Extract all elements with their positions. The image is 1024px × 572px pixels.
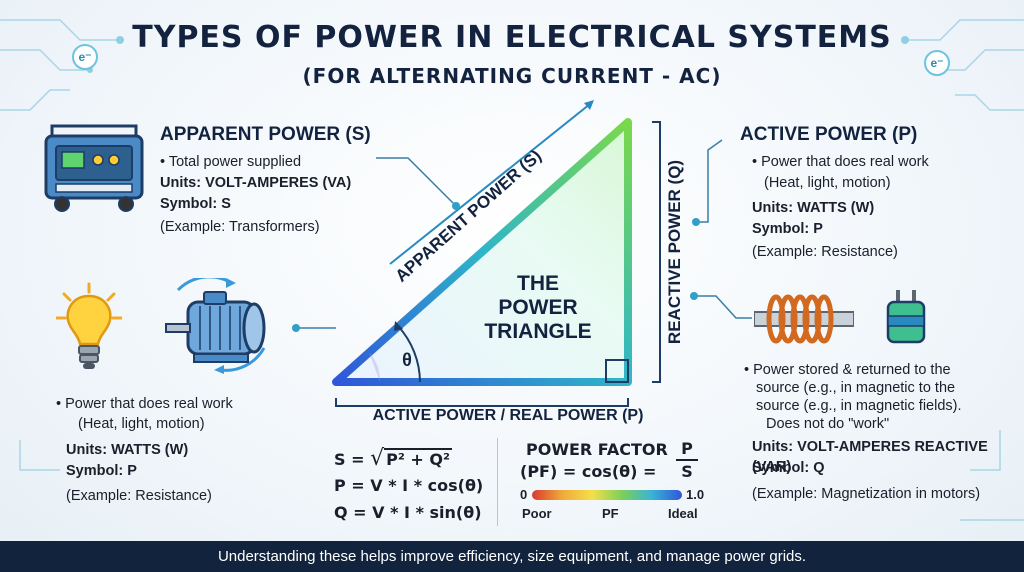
active-power-desc: • Power that does real work	[752, 154, 929, 170]
inductor-icon	[754, 294, 854, 344]
electron-icon: e⁻	[72, 44, 98, 70]
pf-title: POWER FACTOR	[526, 440, 668, 459]
triangle-center-l1: THE	[517, 272, 559, 295]
right-angle-marker	[605, 359, 629, 383]
pf-label-ideal: Ideal	[668, 506, 698, 521]
page-title: TYPES OF POWER IN ELECTRICAL SYSTEMS	[132, 20, 892, 55]
page-subtitle: (FOR ALTERNATING CURRENT - AC)	[302, 64, 722, 88]
pf-scale-max: 1.0	[686, 487, 705, 502]
electron-label: e⁻	[930, 56, 944, 70]
capacitor-icon	[886, 290, 926, 344]
reactive-symbol: Symbol: Q	[752, 460, 825, 476]
active-power-units: Units: WATTS (W)	[752, 200, 875, 216]
footer-banner: Understanding these helps improve effici…	[0, 541, 1024, 572]
formula-s-left: S =	[334, 450, 371, 469]
divider	[497, 438, 498, 526]
active-power-symbol: Symbol: P	[752, 221, 823, 237]
left-active-units: Units: WATTS (W)	[66, 442, 189, 458]
reactive-desc-2: source (e.g., in magnetic to the	[756, 380, 956, 396]
active-power-desc-2: (Heat, light, motion)	[764, 175, 891, 191]
left-active-desc: • Power that does real work	[56, 396, 233, 412]
angle-arc	[369, 352, 381, 382]
pf-numerator: P	[676, 439, 698, 461]
reactive-desc-3: source (e.g., in magnetic fields).	[756, 398, 962, 414]
lightbulb-icon	[56, 282, 122, 369]
triangle-center-l3: TRIANGLE	[484, 320, 591, 343]
formula-s: S = √P² + Q²	[334, 446, 452, 471]
reactive-desc-4: Does not do "work"	[766, 416, 890, 432]
triangle-center-l2: POWER	[498, 296, 577, 319]
pf-fraction: P S	[676, 439, 698, 483]
base-label: ACTIVE POWER / REAL POWER (P)	[373, 407, 644, 424]
reactive-units: Units: VOLT-AMPERES REACTIVE (VAR)	[752, 439, 988, 475]
electron-label: e⁻	[78, 50, 92, 64]
formula-q: Q = V * I * sin(θ)	[334, 503, 482, 522]
pf-gradient-bar	[532, 490, 682, 500]
left-active-example: (Example: Resistance)	[66, 488, 212, 504]
active-power-title: ACTIVE POWER (P)	[740, 124, 918, 145]
theta-label: θ	[402, 350, 412, 370]
generator-icon	[44, 124, 144, 212]
pf-label-mid: PF	[602, 506, 619, 521]
pf-formula: (PF) = cos(θ) =	[520, 462, 657, 481]
reactive-example: (Example: Magnetization in motors)	[752, 486, 981, 502]
apparent-power-units: Units: VOLT-AMPERES (VA)	[160, 175, 352, 191]
pf-denominator: S	[681, 462, 693, 481]
apparent-power-example: (Example: Transformers)	[160, 219, 320, 235]
left-active-symbol: Symbol: P	[66, 463, 137, 479]
electron-icon: e⁻	[924, 50, 950, 76]
sqrt-sign: √	[370, 446, 385, 471]
active-power-example: (Example: Resistance)	[752, 244, 898, 260]
apparent-power-symbol: Symbol: S	[160, 196, 231, 212]
pf-label-poor: Poor	[522, 506, 552, 521]
apparent-power-title: APPARENT POWER (S)	[160, 124, 371, 145]
apparent-power-desc: • Total power supplied	[160, 154, 302, 170]
formula-p: P = V * I * cos(θ)	[334, 476, 484, 495]
left-active-desc-2: (Heat, light, motion)	[78, 416, 205, 432]
reactive-desc: • Power stored & returned to the	[744, 362, 951, 378]
pf-scale-min: 0	[520, 487, 528, 502]
motor-icon	[165, 278, 266, 374]
formula-s-root: P² + Q²	[384, 448, 452, 469]
triangle-shape	[332, 118, 632, 386]
vertical-label: REACTIVE POWER (Q)	[665, 160, 684, 344]
